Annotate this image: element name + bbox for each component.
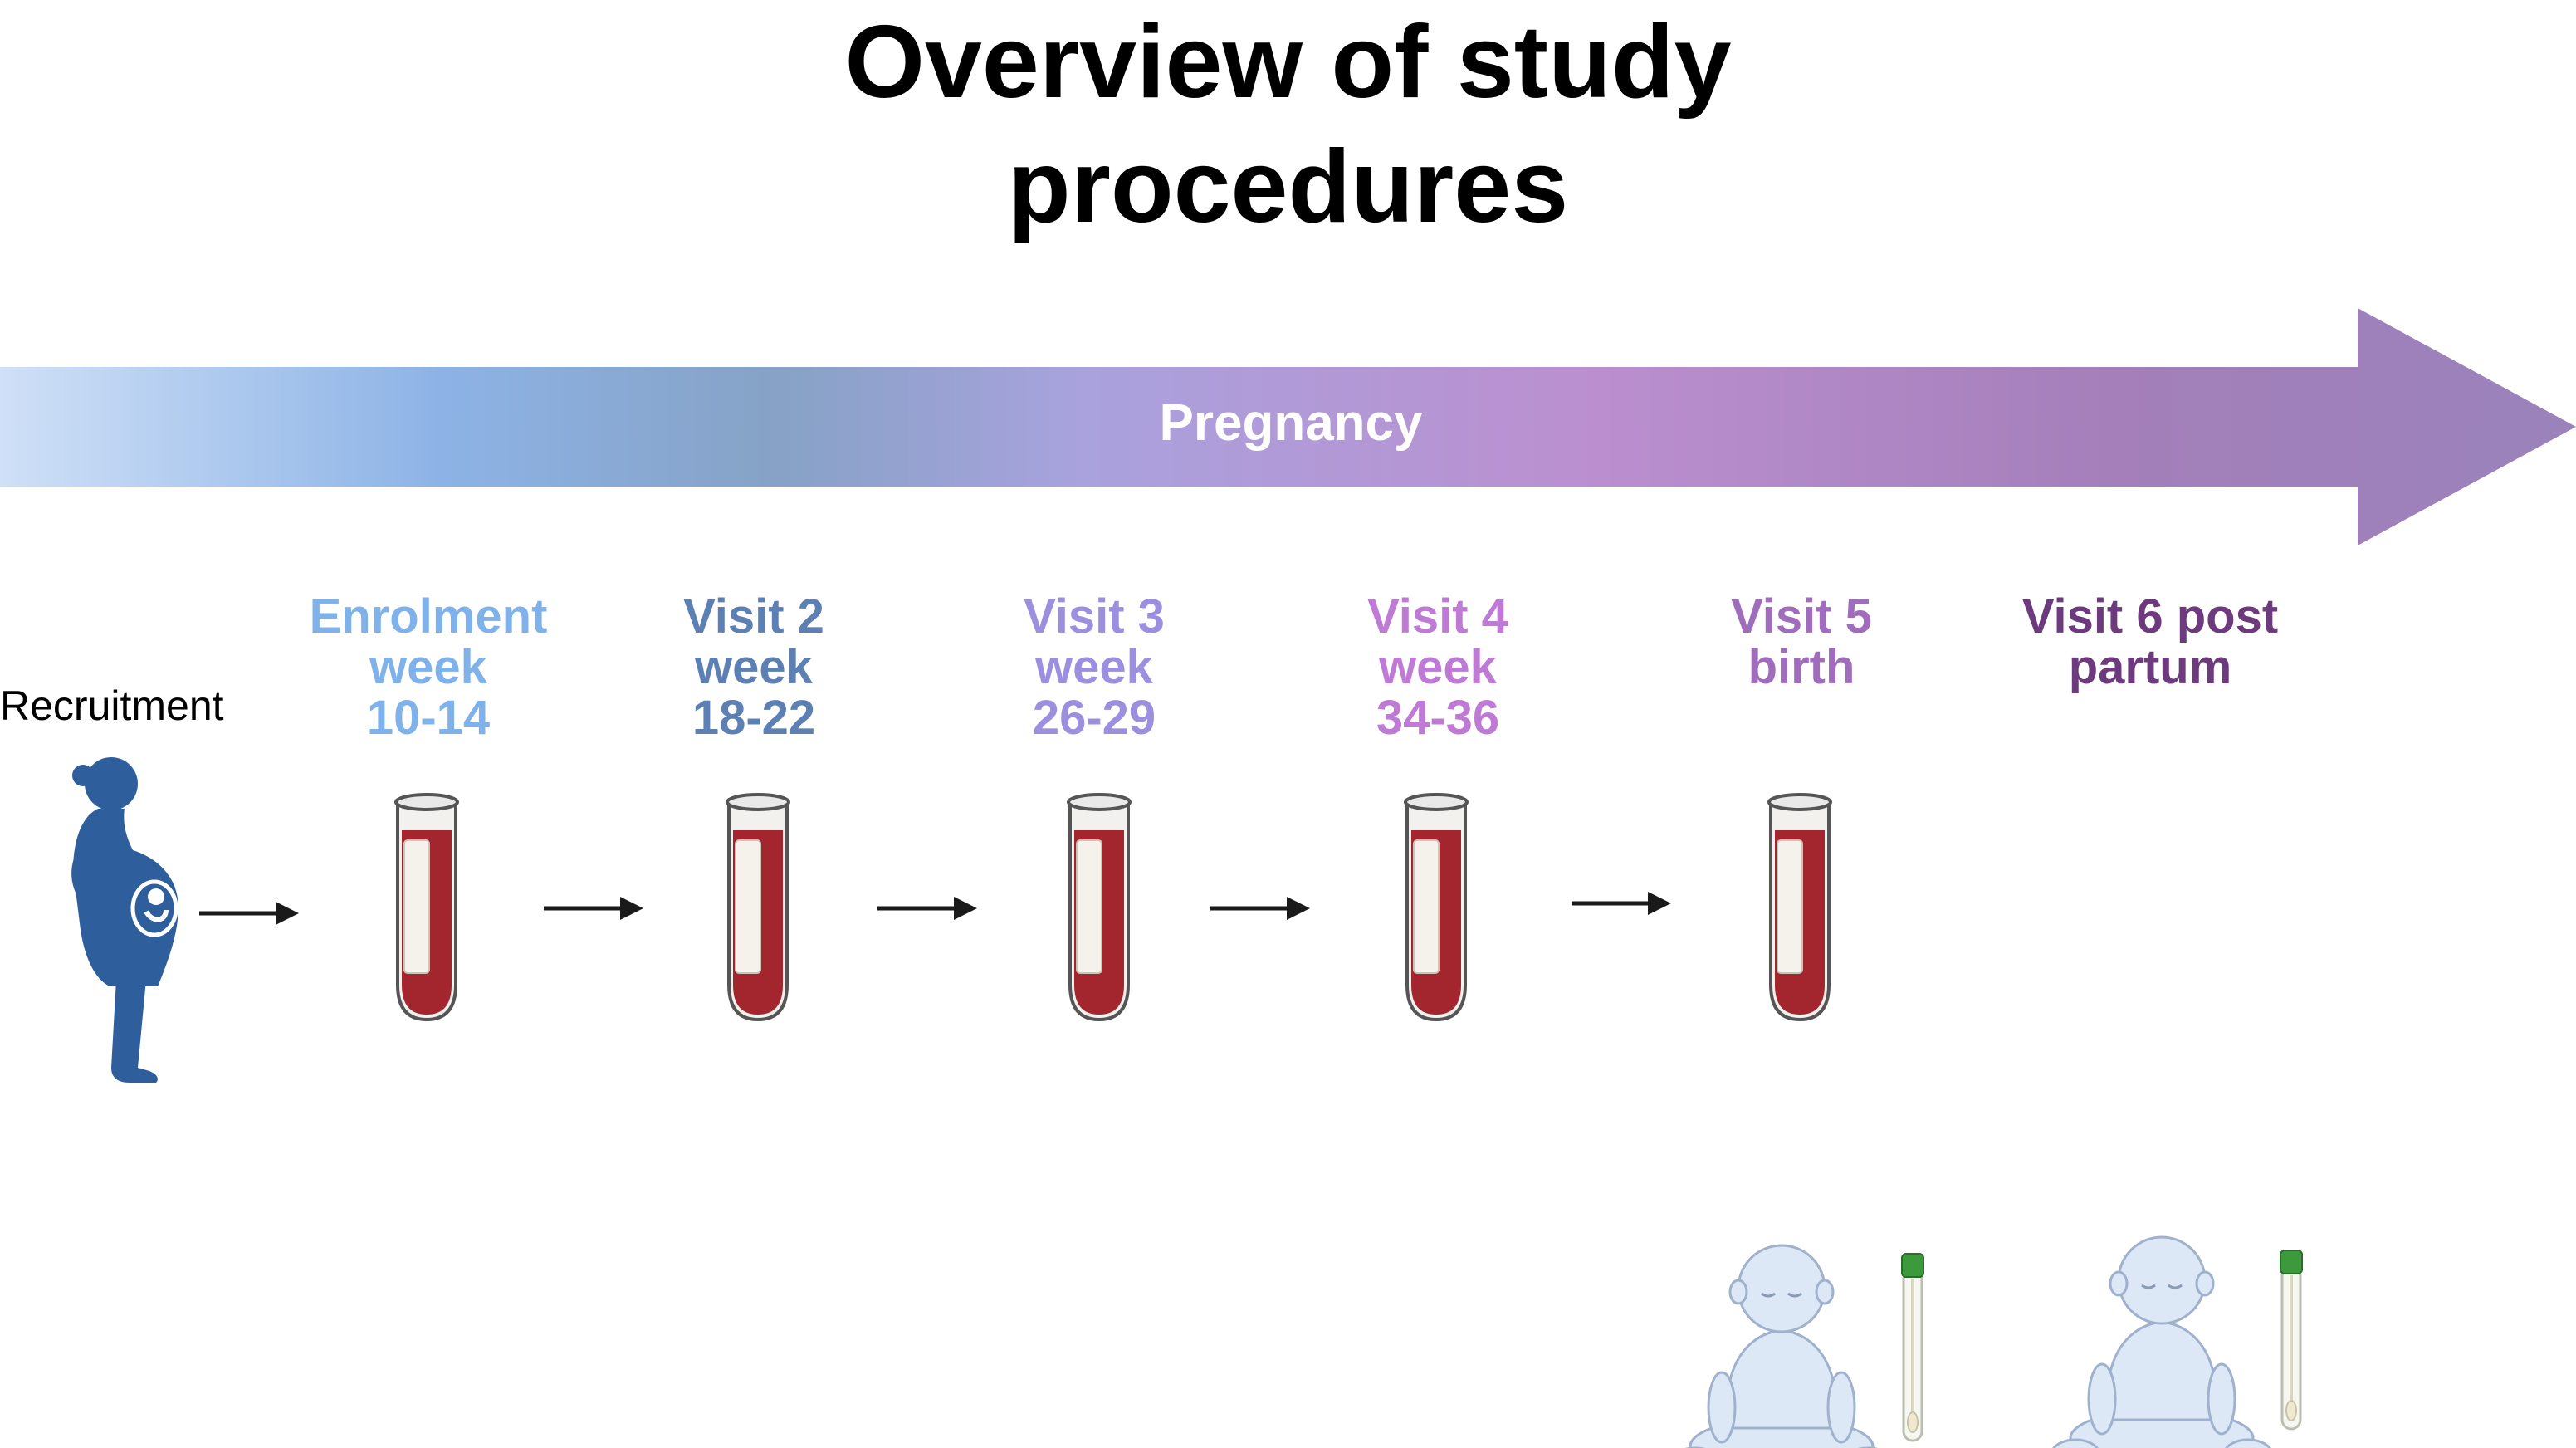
- arrow-visit-3-to-visit-4: [1210, 897, 1310, 920]
- visit-label-enrolment: Enrolment week 10-14: [297, 591, 560, 743]
- visit-label-visit-4: Visit 4 week 34-36: [1340, 591, 1536, 743]
- visit-label-visit-5: Visit 5 birth: [1703, 591, 1899, 692]
- visit-label-line: Enrolment: [309, 589, 548, 643]
- arrow-enrolment-to-visit-2: [544, 897, 643, 920]
- swab-tube-icon: [2280, 1250, 2303, 1431]
- visit-label-visit-6: Visit 6 post partum: [2001, 591, 2300, 692]
- visit-label-line: Visit 5: [1731, 589, 1872, 643]
- recruitment-label: Recruitment: [0, 682, 224, 729]
- infant-sample-group: [1684, 1235, 2303, 1448]
- infant-icon: [2052, 1235, 2271, 1448]
- visit-label-line: week: [369, 640, 487, 694]
- visit-label-line: 34-36: [1376, 691, 1500, 745]
- visit-label-line: 18-22: [692, 691, 816, 745]
- infant-icon: [1684, 1244, 1879, 1448]
- blood-tube-icon: [1767, 793, 1832, 1022]
- pregnancy-timeline-arrow: [0, 308, 2576, 545]
- title-line-1: Overview of study: [844, 5, 1732, 120]
- visit-label-line: 10-14: [366, 691, 491, 745]
- pregnancy-label: Pregnancy: [1159, 394, 1423, 452]
- visit-label-line: week: [1035, 640, 1153, 694]
- visit-label-line: week: [1379, 640, 1497, 694]
- arrow-recruitment-to-enrolment: [199, 902, 299, 925]
- visit-label-line: week: [695, 640, 813, 694]
- blood-tube-icon: [394, 793, 459, 1022]
- visit-label-line: partum: [2068, 640, 2232, 694]
- title-line-2: procedures: [1007, 130, 1569, 244]
- arrow-visit-4-to-visit-5: [1572, 892, 1671, 915]
- visit-label-line: Visit 4: [1367, 589, 1508, 643]
- page-title: Overview of study procedures: [0, 0, 2576, 249]
- visit-label-line: Visit 2: [683, 589, 824, 643]
- visit-label-line: Visit 3: [1024, 589, 1165, 643]
- arrow-visit-2-to-visit-3: [877, 897, 977, 920]
- visit-label-line: birth: [1747, 640, 1855, 694]
- visit-label-line: 26-29: [1032, 691, 1156, 745]
- blood-tube-group: [394, 793, 1832, 1022]
- swab-tube-icon: [1901, 1253, 1924, 1442]
- blood-tube-icon: [1067, 793, 1132, 1022]
- visit-label-line: Visit 6 post: [2021, 589, 2279, 643]
- pregnant-woman-icon: [71, 757, 178, 1083]
- blood-tube-icon: [1404, 793, 1469, 1022]
- visit-label-visit-3: Visit 3 week 26-29: [996, 591, 1192, 743]
- blood-tube-icon: [726, 793, 790, 1022]
- visit-label-visit-2: Visit 2 week 18-22: [656, 591, 852, 743]
